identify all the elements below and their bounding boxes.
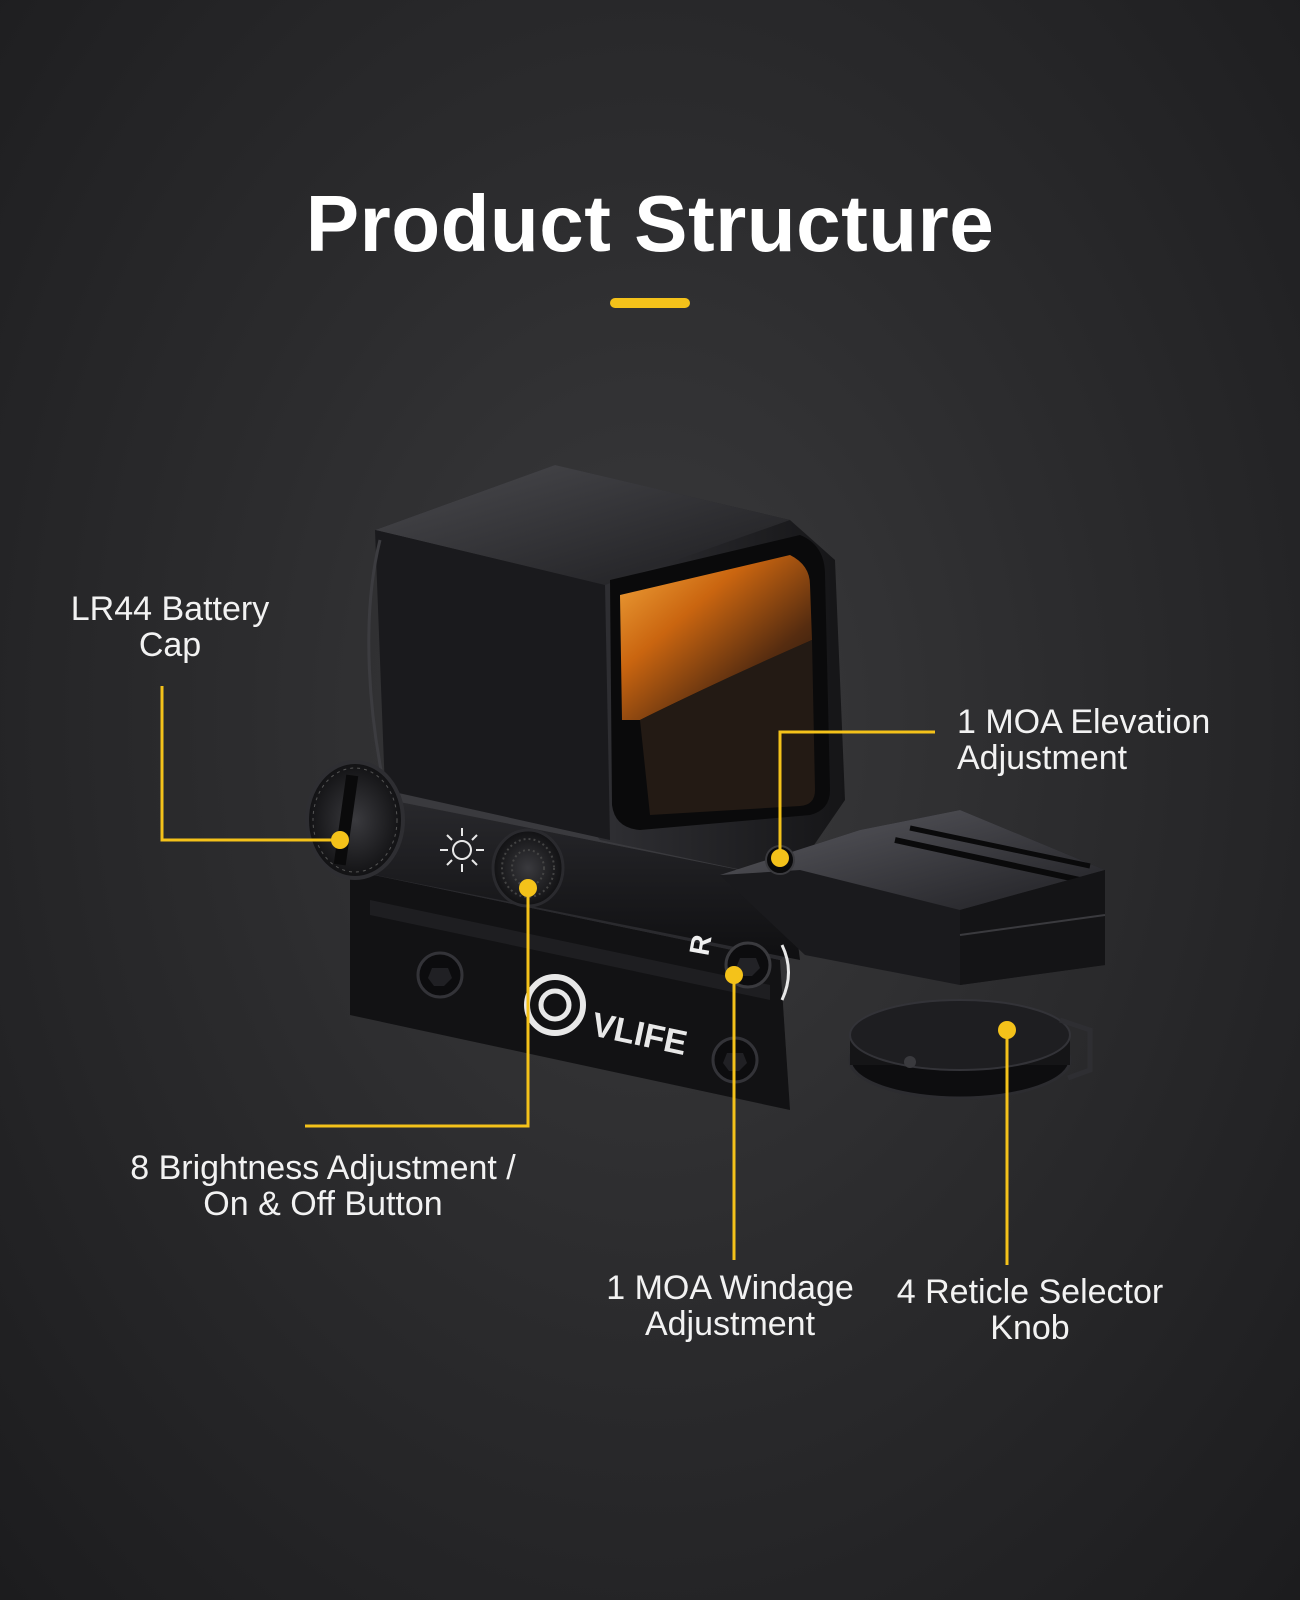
callout-battery-cap: LR44 Battery Cap: [60, 591, 280, 663]
page-title: Product Structure: [305, 179, 995, 268]
callout-dots: [331, 831, 1016, 1039]
callout-windage-line1: 1 MOA Windage: [606, 1269, 854, 1307]
reticle-selector-knob: [848, 999, 1093, 1100]
callout-brightness: 8 Brightness Adjustment / On & Off Butto…: [108, 1150, 538, 1222]
callout-reticle-line1: 4 Reticle Selector: [896, 1273, 1164, 1311]
callout-battery-line1: LR44 Battery: [70, 590, 270, 628]
sight-hood: [367, 465, 845, 880]
rear-housing: [720, 810, 1106, 985]
callout-reticle-line2: Knob: [990, 1309, 1070, 1347]
callout-lines: [160, 686, 1009, 1265]
battery-cap-knob: [305, 760, 405, 880]
callout-reticle: 4 Reticle Selector Knob: [885, 1274, 1175, 1346]
callout-elevation: 1 MOA Elevation Adjustment: [957, 704, 1210, 776]
callout-elevation-line1: 1 MOA Elevation: [957, 703, 1211, 741]
callout-battery-line2: Cap: [138, 626, 202, 664]
callout-brightness-line1: 8 Brightness Adjustment /: [130, 1149, 516, 1187]
callout-windage-line2: Adjustment: [644, 1305, 816, 1343]
sun-icon: [440, 828, 484, 872]
callout-windage: 1 MOA Windage Adjustment: [590, 1270, 870, 1342]
title-underline: [610, 298, 690, 308]
callout-elevation-line2: Adjustment: [957, 739, 1128, 777]
callout-brightness-line2: On & Off Button: [203, 1185, 443, 1223]
